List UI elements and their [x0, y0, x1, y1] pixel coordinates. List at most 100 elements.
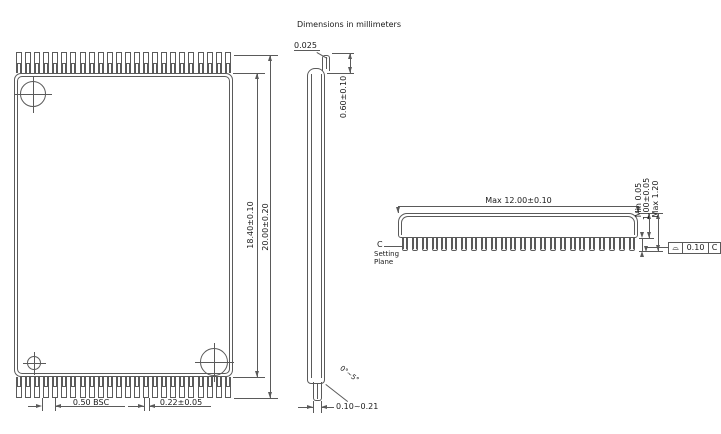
lead-pin [170, 377, 177, 398]
lead-pin-inner-line [35, 377, 40, 387]
lead-pin-inner-line [531, 238, 536, 249]
lead-pin [431, 238, 438, 251]
lead-pin-inner-line [62, 63, 67, 73]
lead-pin [402, 238, 408, 251]
lead-pin-inner-line [171, 63, 176, 73]
top-lead-inner-line [326, 57, 327, 69]
lead-pin [618, 238, 625, 251]
lead-pin [579, 238, 586, 251]
datum-leader-line [384, 246, 402, 247]
lead-pin-inner-line [422, 238, 427, 249]
lead-pin-inner-line [481, 238, 486, 249]
lead-pin-inner-line [541, 238, 546, 249]
lead-pin-inner-line [560, 238, 565, 249]
lead-pin-inner-line [26, 63, 31, 73]
lead-pin-inner-line [600, 238, 605, 249]
tolerance-datum: C [711, 243, 718, 252]
lead-pin [215, 52, 222, 73]
extension-line [144, 398, 145, 411]
lead-pin [161, 52, 168, 73]
lead-pin [106, 377, 113, 398]
lead-pin-inner-line [89, 377, 94, 387]
lead-pin-inner-line [53, 63, 58, 73]
top-lead-tip [322, 55, 330, 71]
lead-pin [152, 377, 159, 398]
extension-line [332, 53, 354, 54]
dimension-line [350, 53, 351, 73]
arrowhead-icon [138, 404, 144, 408]
lead-pin-inner-line [442, 238, 447, 249]
lead-pin [152, 52, 159, 73]
lead-pin-inner-line [216, 63, 221, 73]
extension-line [639, 251, 663, 252]
arrowhead-icon [640, 232, 644, 238]
lead-pin-inner-line [501, 238, 506, 249]
lead-pin [143, 377, 150, 398]
frame-leader-line [646, 247, 668, 248]
lead-pin [188, 377, 195, 398]
tolerance-frame: ⌓ 0.10 C [668, 242, 721, 254]
lead-pin-inner-line [107, 377, 112, 387]
lead-pin-inner-line [511, 238, 516, 249]
lead-pin-inner-line [116, 63, 121, 73]
lead-pin [224, 52, 231, 73]
lead-pin [599, 238, 606, 251]
arrowhead-icon [640, 251, 644, 257]
dimension-line [55, 406, 125, 407]
tolerance-value: 0.10 [683, 243, 709, 253]
bottom-lead-row [16, 377, 231, 398]
lead-pin-inner-line [580, 238, 585, 249]
lead-pin [25, 52, 32, 73]
extension-line [327, 73, 354, 74]
lead-pin [170, 52, 177, 73]
lead-pin [124, 52, 131, 73]
seating-plane-label-1: Setting [374, 250, 400, 258]
arrowhead-icon [647, 232, 651, 238]
lead-pin [70, 52, 77, 73]
lead-pin [16, 52, 22, 73]
lead-pin-inner-line [53, 377, 58, 387]
dimension-line [257, 73, 258, 377]
lead-pin-inner-line [550, 238, 555, 249]
lead-pin [88, 377, 95, 398]
lead-pin-inner-line [225, 63, 230, 73]
arrowhead-icon [307, 405, 313, 409]
lead-pin [197, 52, 204, 73]
dimension-line [298, 407, 313, 408]
lead-pin [43, 377, 50, 398]
arrowhead-icon [636, 207, 640, 213]
lead-pin-inner-line [462, 238, 467, 249]
lead-pitch-label: 0.50 BSC [72, 398, 110, 407]
arrowhead-icon [348, 53, 352, 59]
lead-pin-inner-line [44, 63, 49, 73]
dimension-line [270, 55, 271, 398]
lead-pin-inner-line [35, 63, 40, 73]
lead-pin [161, 377, 168, 398]
foot-inner-line [317, 384, 318, 399]
package-body-outline [14, 73, 233, 377]
lead-pin-inner-line [216, 377, 221, 387]
lead-pin-inner-line [180, 63, 185, 73]
extension-line [233, 377, 265, 378]
lead-pin [88, 52, 95, 73]
lead-pin [411, 238, 418, 251]
drawing-title: Dimensions in millimeters [297, 20, 401, 29]
extension-line [313, 401, 314, 413]
lead-pin-inner-line [570, 238, 575, 249]
lead-pin-inner-line [98, 63, 103, 73]
lead-pin [441, 238, 448, 251]
lead-pin-inner-line [135, 63, 140, 73]
lead-pin-inner-line [610, 238, 615, 249]
lead-pin [61, 52, 68, 73]
datum-label: C [377, 240, 383, 249]
dimension-line [28, 406, 38, 407]
lead-pin [451, 238, 458, 251]
extension-line [234, 55, 278, 56]
lead-pin-inner-line [198, 63, 203, 73]
extension-line [42, 398, 43, 411]
lead-pin-inner-line [26, 377, 31, 387]
lead-pin [609, 238, 616, 251]
